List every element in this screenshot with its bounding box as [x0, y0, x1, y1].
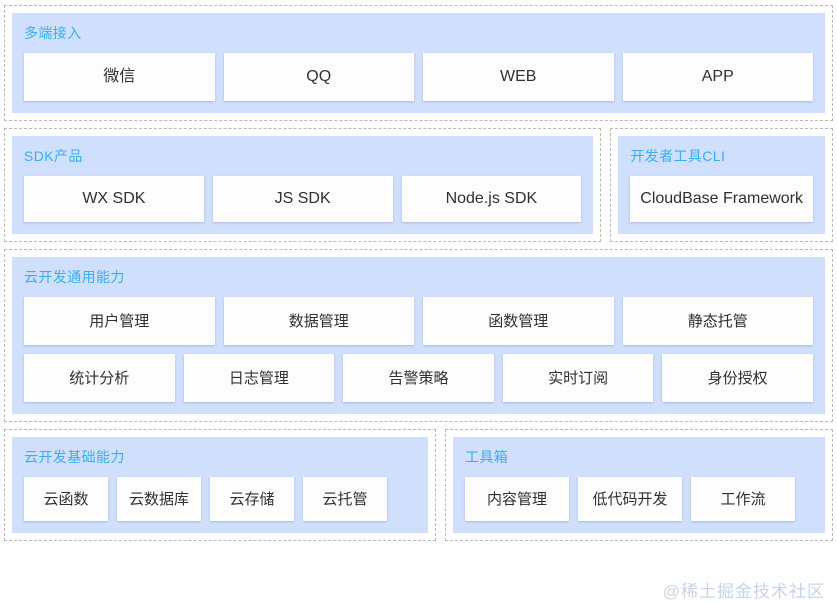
panel-rows: 微信 QQ WEB APP: [24, 53, 813, 101]
card-nodejs-sdk[interactable]: Node.js SDK: [401, 176, 582, 222]
panel-outline-base-capabilities: 云开发基础能力 云函数 云数据库 云存储 云托管: [4, 429, 436, 541]
card-cloud-storage[interactable]: 云存储: [210, 477, 294, 521]
card-row: WX SDK JS SDK Node.js SDK: [24, 176, 582, 222]
panel-title-base-capabilities: 云开发基础能力: [24, 449, 125, 465]
card-alarm-policy[interactable]: 告警策略: [343, 354, 494, 402]
card-row: 云函数 云数据库 云存储 云托管: [24, 477, 416, 521]
card-row: CloudBase Framework: [630, 176, 813, 222]
panel-developer-cli: 开发者工具CLI CloudBase Framework: [618, 136, 825, 234]
card-wx-sdk[interactable]: WX SDK: [24, 176, 204, 222]
card-identity-authorization[interactable]: 身份授权: [662, 354, 813, 402]
card-static-hosting[interactable]: 静态托管: [622, 297, 813, 345]
panel-base-capabilities: 云开发基础能力 云函数 云数据库 云存储 云托管: [12, 437, 428, 533]
panel-title-developer-cli: 开发者工具CLI: [630, 148, 726, 164]
card-realtime-subscription[interactable]: 实时订阅: [502, 354, 654, 402]
panel-title-cloud-general-capabilities: 云开发通用能力: [24, 269, 125, 285]
card-content-management[interactable]: 内容管理: [465, 477, 569, 521]
card-row: 微信 QQ WEB APP: [24, 53, 813, 101]
panel-cloud-general-capabilities: 云开发通用能力 用户管理 数据管理 函数管理 静态托管 统计分析 日志管理 告警…: [12, 257, 825, 414]
card-app[interactable]: APP: [622, 53, 813, 101]
panel-rows: CloudBase Framework: [630, 176, 813, 222]
card-cloud-database[interactable]: 云数据库: [117, 477, 201, 521]
panel-outline-developer-cli: 开发者工具CLI CloudBase Framework: [610, 128, 833, 242]
panel-outline-sdk-products: SDK产品 WX SDK JS SDK Node.js SDK: [4, 128, 602, 242]
card-workflow[interactable]: 工作流: [691, 477, 795, 521]
panel-toolbox: 工具箱 内容管理 低代码开发 工作流: [453, 437, 825, 533]
panel-title-toolbox: 工具箱: [465, 449, 509, 465]
panel-title-multi-client-access: 多端接入: [24, 25, 82, 41]
panel-rows: 内容管理 低代码开发 工作流: [465, 477, 813, 521]
band-multi-client-access: 多端接入 微信 QQ WEB APP: [4, 5, 833, 121]
panel-outline-cloud-general-capabilities: 云开发通用能力 用户管理 数据管理 函数管理 静态托管 统计分析 日志管理 告警…: [4, 249, 833, 422]
panel-rows: 用户管理 数据管理 函数管理 静态托管 统计分析 日志管理 告警策略 实时订阅 …: [24, 297, 813, 402]
card-wechat[interactable]: 微信: [24, 53, 215, 101]
card-qq[interactable]: QQ: [223, 53, 414, 101]
card-cloudbase-framework[interactable]: CloudBase Framework: [630, 176, 813, 222]
watermark: @稀土掘金技术社区: [662, 582, 825, 601]
panel-multi-client-access: 多端接入 微信 QQ WEB APP: [12, 13, 825, 113]
card-cloud-hosting[interactable]: 云托管: [303, 477, 387, 521]
card-function-management[interactable]: 函数管理: [423, 297, 614, 345]
card-row: 用户管理 数据管理 函数管理 静态托管: [24, 297, 813, 345]
band-base-capabilities-and-toolbox: 云开发基础能力 云函数 云数据库 云存储 云托管 工具箱 内容管理 低代: [4, 429, 833, 541]
band-sdk-and-cli: SDK产品 WX SDK JS SDK Node.js SDK 开发者工具CLI…: [4, 128, 833, 242]
card-row: 内容管理 低代码开发 工作流: [465, 477, 813, 521]
band-cloud-general-capabilities: 云开发通用能力 用户管理 数据管理 函数管理 静态托管 统计分析 日志管理 告警…: [4, 249, 833, 422]
card-low-code-development[interactable]: 低代码开发: [578, 477, 682, 521]
card-web[interactable]: WEB: [423, 53, 614, 101]
panel-outline-toolbox: 工具箱 内容管理 低代码开发 工作流: [445, 429, 833, 541]
panel-rows: 云函数 云数据库 云存储 云托管: [24, 477, 416, 521]
panel-rows: WX SDK JS SDK Node.js SDK: [24, 176, 582, 222]
panel-title-sdk-products: SDK产品: [24, 148, 83, 164]
card-data-management[interactable]: 数据管理: [223, 297, 414, 345]
card-user-management[interactable]: 用户管理: [24, 297, 215, 345]
card-js-sdk[interactable]: JS SDK: [212, 176, 393, 222]
card-log-management[interactable]: 日志管理: [183, 354, 335, 402]
card-row: 统计分析 日志管理 告警策略 实时订阅 身份授权: [24, 354, 813, 402]
panel-outline-multi-client-access: 多端接入 微信 QQ WEB APP: [4, 5, 833, 121]
card-cloud-function[interactable]: 云函数: [24, 477, 108, 521]
card-analytics[interactable]: 统计分析: [24, 354, 175, 402]
panel-sdk-products: SDK产品 WX SDK JS SDK Node.js SDK: [12, 136, 594, 234]
